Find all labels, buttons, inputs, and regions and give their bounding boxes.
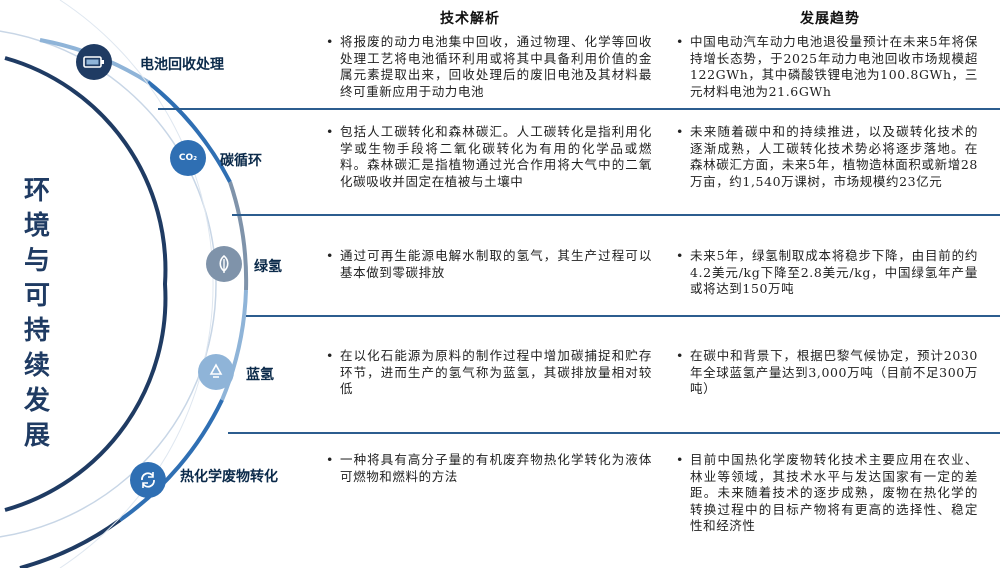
cell-trend-carbon: •未来随着碳中和的持续推进，以及碳转化技术的逐渐成熟，人工碳转化技术势必将逐步落…: [676, 124, 978, 189]
co2-icon-text: CO₂: [178, 153, 198, 163]
category-label-green-hydrogen: 绿氢: [254, 259, 282, 275]
cell-text: 通过可再生能源电解水制取的氢气，其生产过程可以基本做到零碳排放: [340, 248, 652, 280]
title-char: 发: [23, 386, 50, 416]
cell-trend-green-hydrogen: •未来5年，绿氢制取成本将稳步下降，由目前的约4.2美元/kg下降至2.8美元/…: [676, 248, 978, 296]
title-char: 环: [23, 176, 50, 206]
row-separator: [246, 315, 1000, 317]
title-char: 可: [23, 281, 50, 311]
cell-tech-thermochemical: •一种将具有高分子量的有机废弃物热化学转化为液体可燃物和燃料的方法: [326, 452, 652, 484]
cell-tech-battery: •将报废的动力电池集中回收，通过物理、化学等回收处理工艺将电池循环利用或将其中具…: [326, 34, 652, 99]
cell-tech-carbon: •包括人工碳转化和森林碳汇。人工碳转化是指利用化学或生物手段将二氧化碳转化为有用…: [326, 124, 652, 189]
outer-arc-seg-5: [118, 399, 224, 522]
title-char: 展: [23, 421, 50, 451]
header-trend: 发展趋势: [800, 11, 860, 27]
title-char: 境: [23, 211, 50, 241]
cell-text: 中国电动汽车动力电池退役量预计在未来5年将保持增长态势，于2025年动力电池回收…: [690, 34, 978, 99]
cell-text: 一种将具有高分子量的有机废弃物热化学转化为液体可燃物和燃料的方法: [340, 452, 652, 484]
cell-text: 在以化石能源为原料的制作过程中增加碳捕捉和贮存环节，进而生产的氢气称为蓝氢，其碳…: [340, 348, 652, 396]
cell-text: 包括人工碳转化和森林碳汇。人工碳转化是指利用化学或生物手段将二氧化碳转化为有用的…: [340, 124, 652, 189]
cell-text: 未来5年，绿氢制取成本将稳步下降，由目前的约4.2美元/kg下降至2.8美元/k…: [690, 248, 978, 296]
row-separator: [228, 432, 1000, 434]
cell-text: 在碳中和背景下，根据巴黎气候协定，预计2030年全球蓝氢产量达到3,000万吨（…: [690, 348, 978, 396]
category-label-battery: 电池回收处理: [140, 57, 224, 73]
row-separator: [158, 108, 1000, 110]
category-label-carbon: 碳循环: [220, 153, 262, 169]
row-separator: [232, 214, 1000, 216]
cell-text: 未来随着碳中和的持续推进，以及碳转化技术的逐渐成熟，人工碳转化技术势必将逐步落地…: [690, 124, 978, 189]
header-tech: 技术解析: [440, 11, 500, 27]
cell-text: 目前中国热化学废物转化技术主要应用在农业、林业等领域，其技术水平与发达国家有一定…: [690, 452, 978, 533]
outer-arc-seg-2: [146, 80, 232, 183]
cell-trend-battery: •中国电动汽车动力电池退役量预计在未来5年将保持增长态势，于2025年动力电池回…: [676, 34, 978, 99]
leaf-icon: [206, 246, 242, 282]
outer-arc-seg-3: [228, 181, 249, 291]
cell-trend-blue-hydrogen: •在碳中和背景下，根据巴黎气候协定，预计2030年全球蓝氢产量达到3,000万吨…: [676, 348, 978, 396]
cell-trend-thermochemical: •目前中国热化学废物转化技术主要应用在农业、林业等领域，其技术水平与发达国家有一…: [676, 452, 978, 533]
battery-icon: [76, 44, 112, 80]
outer-faint-arc: [59, 0, 214, 568]
title-char: 持: [23, 316, 50, 346]
recycle-icon: [198, 354, 234, 390]
title-char: 与: [23, 246, 50, 276]
cell-text: 将报废的动力电池集中回收，通过物理、化学等回收处理工艺将电池循环利用或将其中具备…: [340, 34, 652, 99]
cell-tech-blue-hydrogen: •在以化石能源为原料的制作过程中增加碳捕捉和贮存环节，进而生产的氢气称为蓝氢，其…: [326, 348, 652, 396]
refresh-icon: [130, 462, 166, 498]
category-label-blue-hydrogen: 蓝氢: [246, 367, 274, 383]
outer-arc-seg-4: [220, 289, 248, 401]
co2-icon: CO₂: [170, 140, 206, 176]
title-char: 续: [23, 351, 50, 381]
inner-arc: [4, 56, 168, 512]
category-label-thermochemical: 热化学废物转化: [180, 469, 278, 485]
cell-tech-green-hydrogen: •通过可再生能源电解水制取的氢气，其生产过程可以基本做到零碳排放: [326, 248, 652, 280]
